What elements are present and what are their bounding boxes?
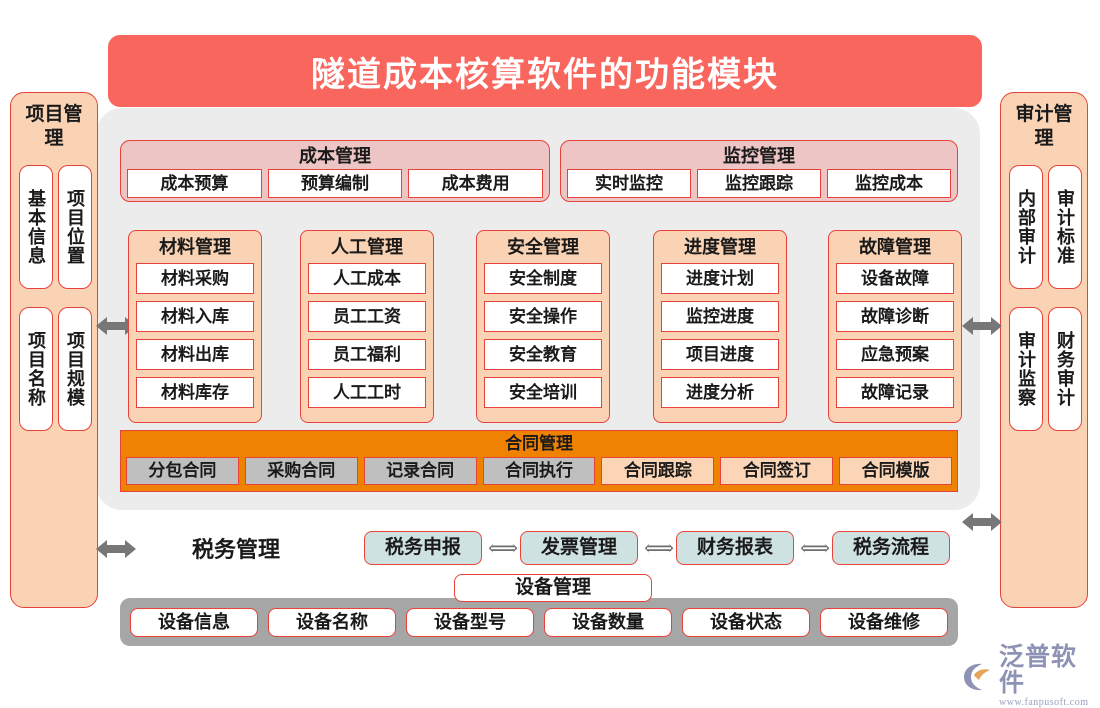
contract-chip-tracking[interactable]: 合同跟踪 [601,457,715,485]
contract-chip-record[interactable]: 记录合同 [363,457,477,485]
module-fault-management[interactable]: 故障管理 设备故障 故障诊断 应急预案 故障记录 [828,230,962,423]
contract-chip-execution[interactable]: 合同执行 [482,457,596,485]
module-item-monitor-progress[interactable]: 监控进度 [661,301,779,332]
sidebar-audit-management[interactable]: 审计管理 内部审计 审计标准 审计监察 财务审计 [1000,92,1088,608]
module-item-labor-hours[interactable]: 人工工时 [308,377,426,408]
module-item-progress-analysis[interactable]: 进度分析 [661,377,779,408]
group-monitor-management[interactable]: 监控管理 实时监控 监控跟踪 监控成本 [560,140,958,202]
module-material-management[interactable]: 材料管理 材料采购 材料入库 材料出库 材料库存 [128,230,262,423]
sidebar-item-project-name[interactable]: 项目名称 [19,307,53,431]
equipment-chip-info[interactable]: 设备信息 [130,607,258,637]
sidebar-item-audit-supervision[interactable]: 审计监察 [1009,307,1043,431]
page-title: 隧道成本核算软件的功能模块 [108,35,982,107]
equipment-chip-model[interactable]: 设备型号 [406,607,534,637]
module-item-fault-record[interactable]: 故障记录 [836,377,954,408]
equipment-management-bar: 设备信息 设备名称 设备型号 设备数量 设备状态 设备维修 [120,598,958,646]
fanpu-logo-icon [964,663,990,690]
arrow-left-lower-icon [96,540,136,558]
module-labor-title: 人工管理 [331,237,403,257]
module-progress-management[interactable]: 进度管理 进度计划 监控进度 项目进度 进度分析 [653,230,787,423]
group-monitor-title: 监控管理 [723,146,795,166]
chip-realtime-monitor[interactable]: 实时监控 [567,169,691,198]
module-safety-management[interactable]: 安全管理 安全制度 安全操作 安全教育 安全培训 [476,230,610,423]
group-monitor-items: 实时监控 监控跟踪 监控成本 [561,169,957,204]
sidebar-left-title: 项目管理 [25,104,83,149]
sidebar-item-financial-audit[interactable]: 财务审计 [1048,307,1082,431]
logo-url: www.fanpusoft.com [999,697,1089,708]
sidebar-item-project-location[interactable]: 项目位置 [58,165,92,289]
module-fault-title: 故障管理 [859,237,931,257]
contract-title: 合同管理 [505,434,573,453]
group-cost-title: 成本管理 [299,146,371,166]
contract-items: 分包合同 采购合同 记录合同 合同执行 合同跟踪 合同签订 合同模版 [121,457,957,485]
tax-arrow-1-icon: ⟺ [488,536,519,560]
module-item-safety-system[interactable]: 安全制度 [484,263,602,294]
module-item-labor-cost[interactable]: 人工成本 [308,263,426,294]
tax-chip-invoice[interactable]: 发票管理 [520,531,638,565]
contract-chip-signing[interactable]: 合同签订 [720,457,834,485]
module-item-emergency-plan[interactable]: 应急预案 [836,339,954,370]
module-safety-title: 安全管理 [507,237,579,257]
module-labor-management[interactable]: 人工管理 人工成本 员工工资 员工福利 人工工时 [300,230,434,423]
equipment-chip-repair[interactable]: 设备维修 [820,607,948,637]
tax-chip-tax-process[interactable]: 税务流程 [832,531,950,565]
contract-chip-template[interactable]: 合同模版 [839,457,953,485]
module-item-safety-training[interactable]: 安全培训 [484,377,602,408]
module-material-title: 材料管理 [159,237,231,257]
equipment-management-tab[interactable]: 设备管理 [454,574,652,602]
sidebar-item-project-scale[interactable]: 项目规模 [58,307,92,431]
sidebar-item-internal-audit[interactable]: 内部审计 [1009,165,1043,289]
module-item-employee-salary[interactable]: 员工工资 [308,301,426,332]
module-item-material-purchase[interactable]: 材料采购 [136,263,254,294]
equipment-chip-quantity[interactable]: 设备数量 [544,607,672,637]
equipment-chip-name[interactable]: 设备名称 [268,607,396,637]
arrow-right-lower-icon [962,513,1002,531]
module-item-fault-diagnosis[interactable]: 故障诊断 [836,301,954,332]
chip-cost-budget[interactable]: 成本预算 [127,169,262,198]
page-title-text: 隧道成本核算软件的功能模块 [311,56,779,94]
module-item-material-inbound[interactable]: 材料入库 [136,301,254,332]
contract-management-bar[interactable]: 合同管理 分包合同 采购合同 记录合同 合同执行 合同跟踪 合同签订 合同模版 [120,430,958,492]
chip-monitor-cost[interactable]: 监控成本 [827,169,951,198]
module-progress-title: 进度管理 [684,237,756,257]
chip-cost-expense[interactable]: 成本费用 [408,169,544,198]
equipment-chip-status[interactable]: 设备状态 [682,607,810,637]
module-item-employee-benefit[interactable]: 员工福利 [308,339,426,370]
contract-chip-subcontract[interactable]: 分包合同 [126,457,239,485]
brand-logo: 泛普软件 www.fanpusoft.com [960,645,1100,708]
logo-name: 泛普软件 [999,644,1078,697]
arrow-right-upper-icon [962,317,1002,335]
tax-arrow-2-icon: ⟺ [644,536,675,560]
sidebar-project-management[interactable]: 项目管理 基本信息 项目位置 项目名称 项目规模 [10,92,98,608]
sidebar-right-title: 审计管理 [1015,104,1073,149]
module-item-safety-operation[interactable]: 安全操作 [484,301,602,332]
module-item-equipment-fault[interactable]: 设备故障 [836,263,954,294]
tax-chip-financial-report[interactable]: 财务报表 [676,531,794,565]
tax-arrow-3-icon: ⟺ [800,536,831,560]
group-cost-management[interactable]: 成本管理 成本预算 预算编制 成本费用 [120,140,550,202]
group-cost-items: 成本预算 预算编制 成本费用 [121,169,549,204]
module-item-progress-plan[interactable]: 进度计划 [661,263,779,294]
module-item-project-progress[interactable]: 项目进度 [661,339,779,370]
sidebar-item-audit-standard[interactable]: 审计标准 [1048,165,1082,289]
arrow-left-upper-icon [96,317,136,335]
tax-management-label: 税务管理 [192,537,281,562]
chip-budget-prep[interactable]: 预算编制 [267,169,403,198]
contract-chip-purchase[interactable]: 采购合同 [244,457,358,485]
module-item-material-outbound[interactable]: 材料出库 [136,339,254,370]
chip-monitor-tracking[interactable]: 监控跟踪 [697,169,821,198]
module-item-safety-education[interactable]: 安全教育 [484,339,602,370]
tax-chip-declaration[interactable]: 税务申报 [364,531,482,565]
module-item-material-stock[interactable]: 材料库存 [136,377,254,408]
sidebar-item-basic-info[interactable]: 基本信息 [19,165,53,289]
